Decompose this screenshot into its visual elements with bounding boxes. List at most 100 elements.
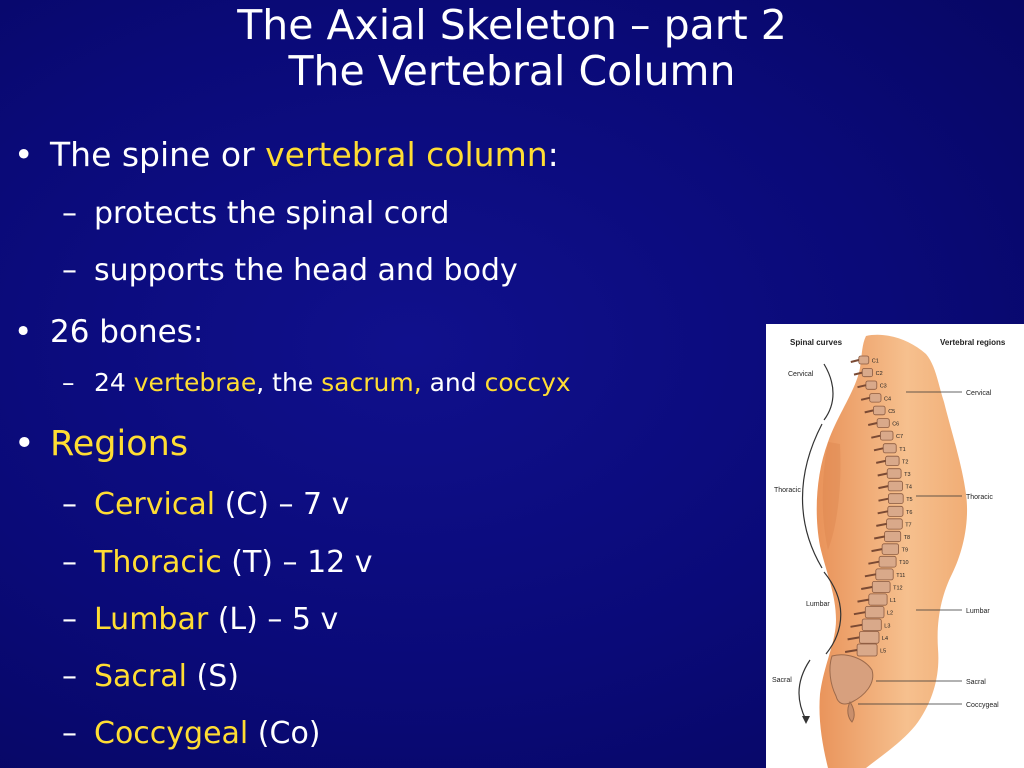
bone-count-text: and <box>421 368 485 397</box>
bullet-dot: • <box>14 314 33 350</box>
sacrum-highlight: sacrum, <box>321 368 422 397</box>
bone-count-text: , the <box>256 368 322 397</box>
vertebra-label: T4 <box>906 485 912 491</box>
spinous-process <box>871 434 881 439</box>
vertebra-label: T7 <box>905 522 911 528</box>
region-label-cervical: Cervical <box>966 390 992 397</box>
vertebra-label: L3 <box>884 623 890 629</box>
sub-bone-count: –24 vertebrae, the sacrum, and coccyx <box>62 365 571 401</box>
curve-arrow-cervical <box>823 363 834 421</box>
region-detail: (Co) <box>248 716 321 751</box>
vertebra-body <box>859 631 880 644</box>
curve-label-lumbar: Lumbar <box>806 601 830 608</box>
region-label-thoracic: Thoracic <box>966 494 993 501</box>
region-detail: (S) <box>186 659 239 694</box>
sub-protects-text: protects the spinal cord <box>94 196 450 231</box>
sub-dash: – <box>62 368 75 397</box>
region-label-coccygeal: Coccygeal <box>966 702 999 709</box>
vertebra-body <box>868 593 888 606</box>
spinous-process <box>878 497 889 502</box>
vertebra-body <box>865 380 878 390</box>
bullet-bones: • 26 bones: <box>14 312 203 352</box>
header-spinal-curves: Spinal curves <box>790 338 843 347</box>
vertebra-label: L1 <box>890 598 896 604</box>
vertebrae-group <box>844 355 904 657</box>
vertebra-label: T1 <box>899 447 905 453</box>
spinous-process <box>877 510 888 515</box>
vertebra-body <box>887 480 903 492</box>
bullet-dot: • <box>14 135 34 174</box>
region-name: Thoracic <box>94 545 222 580</box>
curve-label-sacral: Sacral <box>772 677 792 684</box>
curve-arrow-sacral <box>798 659 811 721</box>
bullet-regions: •Regions <box>14 424 188 464</box>
vertebra-label: C3 <box>880 384 887 390</box>
vertebra-body <box>884 530 902 543</box>
header-vertebral-regions: Vertebral regions <box>940 338 1006 347</box>
spinous-process <box>868 560 880 565</box>
vertebra-body <box>886 468 902 479</box>
vertebra-body <box>864 605 885 619</box>
spine-svg: Spinal curves Vertebral regions C1C2C3C4… <box>772 334 1006 768</box>
region-lumbar: –Lumbar (L) – 5 v <box>62 602 338 638</box>
region-cervical: –Cervical (C) – 7 v <box>62 487 349 523</box>
vertebra-body <box>873 405 886 416</box>
vertebra-body <box>861 368 873 378</box>
vertebra-label: C5 <box>888 409 895 415</box>
spinous-process <box>864 573 876 578</box>
vertebra-label: T10 <box>899 560 908 566</box>
spinous-process <box>878 485 889 490</box>
vertebra-labels-group: C1C2C3C4C5C6C7T1T2T3T4T5T6T7T8T9T10T11T1… <box>872 359 913 655</box>
vertebra-label: T9 <box>902 548 908 554</box>
bullet-spine-highlight: vertebral column <box>265 135 548 174</box>
arrowhead-icon <box>802 716 810 724</box>
spinous-process <box>873 447 884 452</box>
vertebra-body <box>878 555 897 568</box>
coccyx-highlight: coccyx <box>484 368 571 397</box>
sub-dash: – <box>62 716 77 751</box>
curve-label-thoracic: Thoracic <box>774 487 801 494</box>
spinous-process <box>874 535 885 540</box>
spinous-process <box>850 623 863 628</box>
vertebra-label: T8 <box>904 535 910 541</box>
sub-dash: – <box>62 487 77 522</box>
region-label-sacral: Sacral <box>966 679 986 686</box>
bullet-spine: •The spine or vertebral column: <box>14 135 559 175</box>
curve-arrow-thoracic <box>802 423 823 569</box>
spinous-process <box>875 459 886 464</box>
vertebra-body <box>887 505 904 517</box>
bullet-bones-text: 26 bones: <box>50 314 204 350</box>
region-sacral: –Sacral (S) <box>62 659 239 695</box>
region-name: Cervical <box>94 487 216 522</box>
curve-arrow-lumbar <box>823 571 842 655</box>
sub-dash: – <box>62 545 77 580</box>
spinous-process <box>850 359 860 363</box>
vertebra-body <box>871 580 891 593</box>
spinous-process <box>847 636 860 641</box>
sub-dash: – <box>62 659 77 694</box>
bone-count-text: 24 <box>94 368 134 397</box>
vertebra-body <box>875 568 894 581</box>
vertebra-label: C7 <box>896 434 903 440</box>
vertebra-label: T11 <box>896 573 905 579</box>
sacrum-shape <box>829 654 874 705</box>
spinous-process <box>861 586 873 590</box>
region-label-lumbar: Lumbar <box>966 608 990 615</box>
sub-dash: – <box>62 253 77 288</box>
vertebra-body <box>882 443 897 454</box>
spinous-process <box>877 472 888 477</box>
sub-supports-text: supports the head and body <box>94 253 518 288</box>
sub-dash: – <box>62 602 77 637</box>
sub-supports: –supports the head and body <box>62 253 518 289</box>
vertebra-body <box>881 543 899 555</box>
region-name: Lumbar <box>94 602 209 637</box>
sub-protects: –protects the spinal cord <box>62 196 449 232</box>
vertebra-body <box>880 430 894 441</box>
vertebra-label: L5 <box>880 649 886 655</box>
vertebra-label: T6 <box>906 510 912 516</box>
spinous-process <box>844 649 858 653</box>
region-detail: (L) – 5 v <box>208 602 339 637</box>
region-detail: (C) – 7 v <box>215 487 350 522</box>
spinous-process <box>853 371 863 376</box>
